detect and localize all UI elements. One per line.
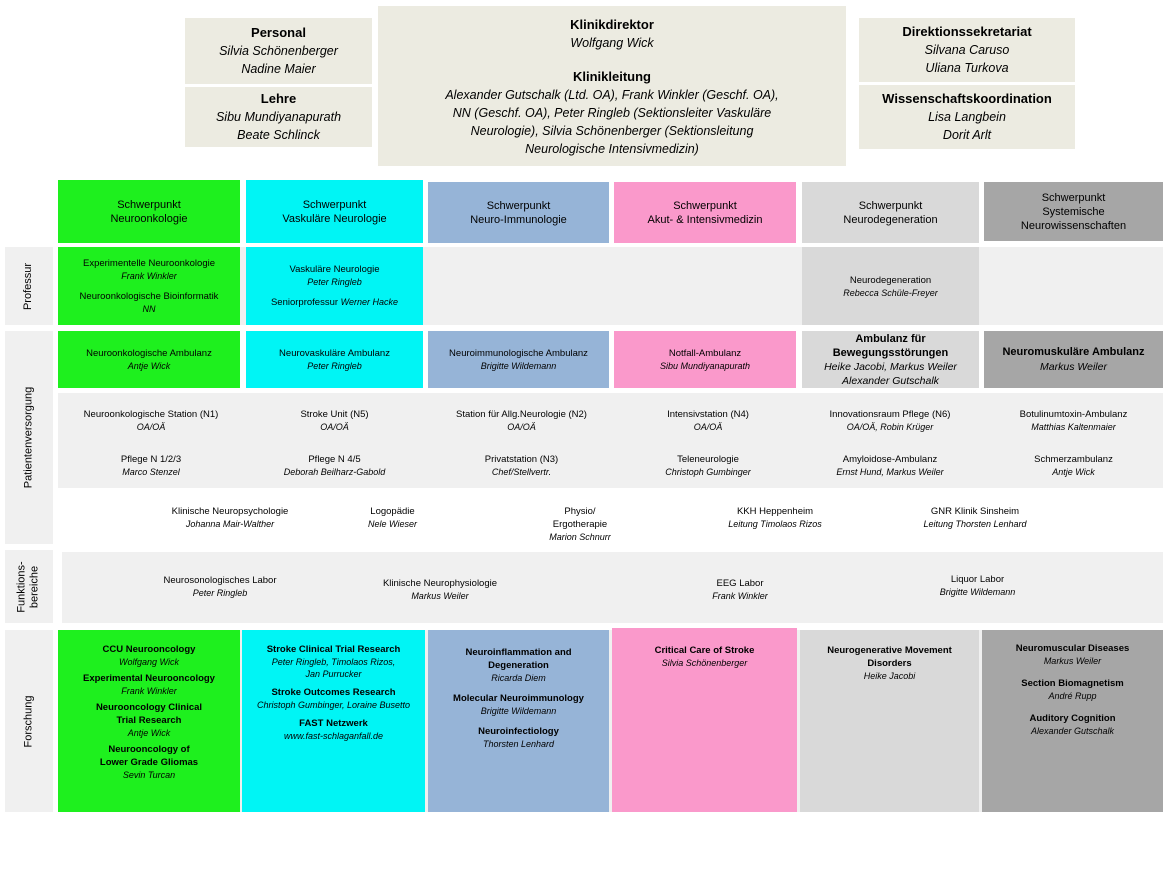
sekretariat-name: Silvana Caruso — [924, 43, 1010, 57]
wissenschaft-name: Dorit Arlt — [942, 128, 992, 142]
lehre-box: Lehre Sibu Mundiyanapurath Beate Schlinc… — [185, 87, 372, 147]
klinikleitung-line: Neurologische Intensivmedizin) — [525, 142, 699, 156]
klinikleitung-line: Alexander Gutschalk (Ltd. OA), Frank Win… — [445, 88, 779, 102]
lehre-title: Lehre — [260, 91, 297, 106]
ambulanz-neuromuskulaer: Neuromuskuläre Ambulanz Markus Weiler — [984, 331, 1163, 388]
ambulanz-bewegungsstoerungen: Ambulanz für Bewegungsstörungen Heike Ja… — [802, 331, 979, 388]
station-innovationsraum: Innovationsraum Pflege (N6)OA/OÄ, Robin … — [829, 409, 951, 432]
wissenschaft-title: Wissenschaftskoordination — [882, 91, 1052, 106]
wissenschaft-name: Lisa Langbein — [928, 110, 1006, 124]
row-label-professur: Professur — [5, 247, 53, 325]
row-label-patientenversorgung: Patientenversorgung — [5, 331, 53, 544]
personal-box: Personal Silvia Schönenberger Nadine Mai… — [185, 18, 372, 84]
klinikdirektor-box: Klinikdirektor Wolfgang Wick Klinikleitu… — [378, 6, 846, 166]
professur-neuroonkologie: Experimentelle Neuroonkologie Frank Wink… — [58, 247, 240, 325]
personal-name: Nadine Maier — [241, 62, 316, 76]
personal-name: Silvia Schönenberger — [219, 44, 338, 58]
professur-neurodegeneration: Neurodegeneration Rebecca Schüle-Freyer — [802, 247, 979, 325]
row-label-funktionsbereiche: Funktions-bereiche — [5, 550, 53, 623]
sekretariat-name: Uliana Turkova — [925, 61, 1009, 75]
personal-title: Personal — [251, 25, 306, 40]
station-privat: Privatstation (N3)Chef/Stellvertr. — [484, 454, 559, 477]
row-bg-stationen — [58, 393, 1163, 488]
station-neuroonkologie: Neuroonkologische Station (N1)OA/OÄ — [83, 409, 219, 432]
klinikleitung-line: NN (Geschf. OA), Peter Ringleb (Sektions… — [452, 106, 772, 120]
station-intensiv: Intensivstation (N4)OA/OÄ — [667, 409, 749, 432]
klinikdirektor-name: Wolfgang Wick — [570, 36, 654, 50]
station-allg-neurologie: Station für Allg.Neurologie (N2)OA/OÄ — [456, 409, 587, 432]
sekretariat-title: Direktionssekretariat — [902, 24, 1032, 39]
professur-vaskulaere-neurologie: Vaskuläre Neurologie Peter Ringleb Senio… — [246, 247, 423, 325]
row-label-forschung: Forschung — [5, 630, 53, 812]
station-stroke-unit: Stroke Unit (N5)OA/OÄ — [300, 409, 369, 432]
lehre-name: Beate Schlinck — [237, 128, 320, 142]
sekretariat-box: Direktionssekretariat Silvana Caruso Uli… — [859, 18, 1075, 82]
lehre-name: Sibu Mundiyanapurath — [215, 110, 342, 124]
klinikleitung-line: Neurologie), Silvia Schönenberger (Sekti… — [470, 124, 754, 138]
wissenschaft-box: Wissenschaftskoordination Lisa Langbein … — [859, 85, 1075, 149]
row-bg-funktionsbereiche — [62, 552, 1163, 623]
klinikleitung-title: Klinikleitung — [573, 69, 651, 84]
klinikdirektor-title: Klinikdirektor — [570, 17, 654, 32]
